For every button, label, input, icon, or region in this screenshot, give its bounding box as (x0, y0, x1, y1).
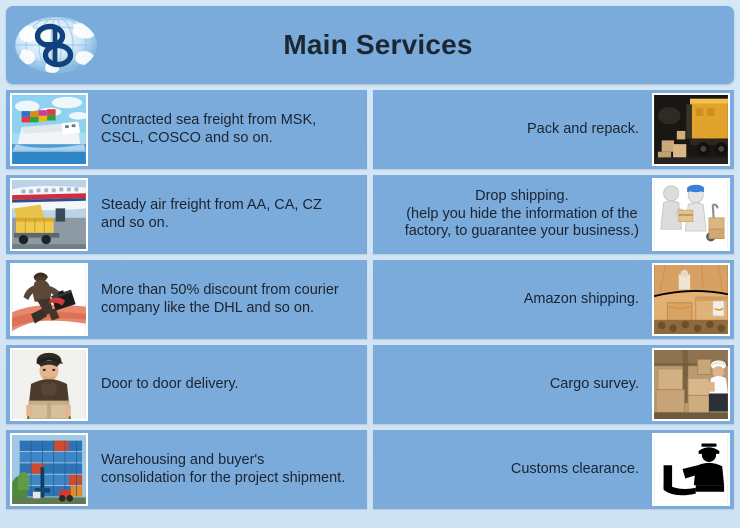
service-text-door-to-door-delivery: Door to door delivery. (101, 375, 239, 392)
running-courier-photo (10, 263, 88, 336)
truck-loading-dock-photo (652, 93, 730, 166)
air-cargo-loading-photo (10, 178, 88, 251)
container-ship-photo (10, 93, 88, 166)
service-text-warehousing-consolidation: Warehousing and buyer's consolidation fo… (101, 451, 346, 486)
service-card-pack-and-repack[interactable]: Pack and repack. (373, 90, 734, 169)
parcel-handover-figures-photo (652, 178, 730, 251)
page-header: Main Services (6, 6, 734, 84)
stacked-containers-photo (10, 433, 88, 506)
page-title: Main Services (283, 29, 473, 60)
service-text-cargo-survey: Cargo survey. (549, 375, 639, 392)
service-card-drop-shipping[interactable]: Drop shipping. (help you hide the inform… (373, 175, 734, 254)
service-text-pack-and-repack: Pack and repack. (526, 120, 639, 137)
services-grid: Contracted sea freight from MSK, CSCL, C… (6, 90, 734, 509)
service-text-courier-discount: More than 50% discount from courier comp… (101, 281, 339, 316)
service-card-cargo-survey[interactable]: Cargo survey. (373, 345, 734, 424)
cargo-inspector-photo (652, 348, 730, 421)
customs-officer-pictogram-icon (652, 433, 730, 506)
service-text-air-freight: Steady air freight from AA, CA, CZ and s… (101, 196, 322, 231)
service-text-drop-shipping: Drop shipping. (help you hide the inform… (404, 187, 639, 240)
service-card-customs-clearance[interactable]: Customs clearance. (373, 430, 734, 509)
amazon-warehouse-boxes-photo (652, 263, 730, 336)
company-globe-sb-logo (12, 12, 100, 78)
service-card-sea-freight[interactable]: Contracted sea freight from MSK, CSCL, C… (6, 90, 367, 169)
delivery-man-with-box-photo (10, 348, 88, 421)
service-text-customs-clearance: Customs clearance. (510, 460, 639, 477)
service-card-door-to-door-delivery[interactable]: Door to door delivery. (6, 345, 367, 424)
service-text-amazon-shipping: Amazon shipping. (523, 290, 639, 307)
service-card-courier-discount[interactable]: More than 50% discount from courier comp… (6, 260, 367, 339)
service-text-sea-freight: Contracted sea freight from MSK, CSCL, C… (101, 111, 317, 146)
service-card-amazon-shipping[interactable]: Amazon shipping. (373, 260, 734, 339)
service-card-air-freight[interactable]: Steady air freight from AA, CA, CZ and s… (6, 175, 367, 254)
service-card-warehousing-consolidation[interactable]: Warehousing and buyer's consolidation fo… (6, 430, 367, 509)
